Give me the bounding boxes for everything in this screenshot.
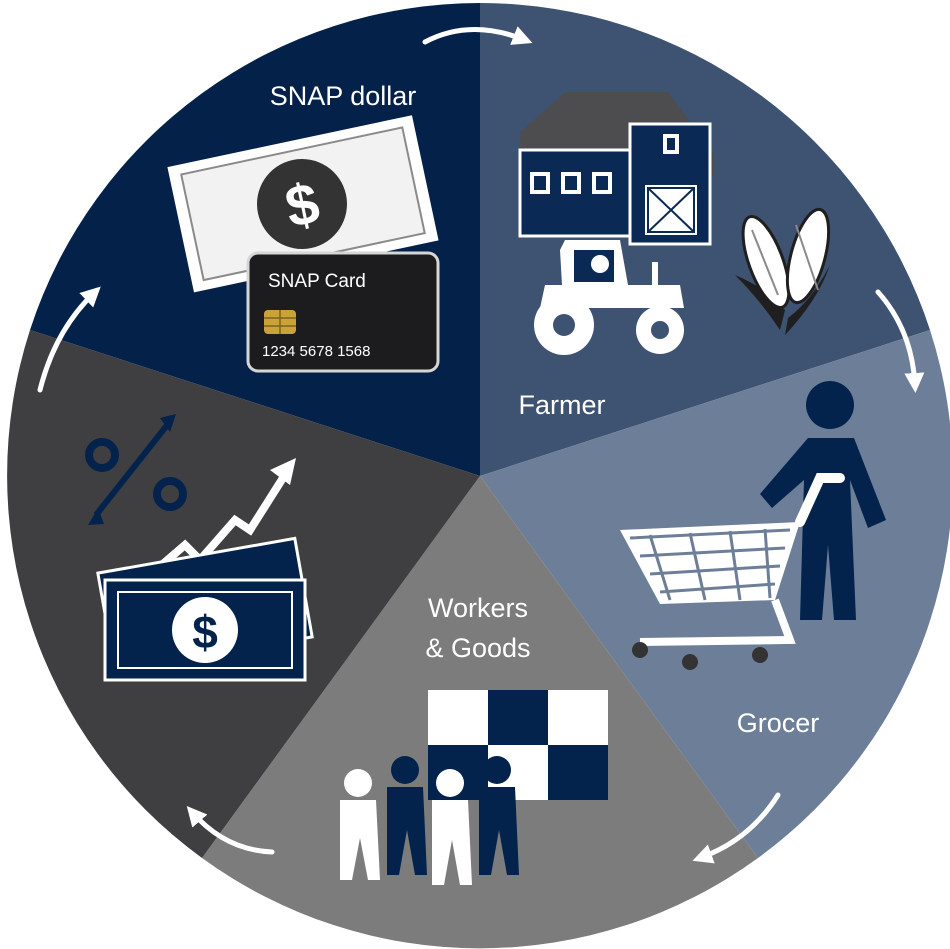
money-growth-percent-icon: $ <box>85 414 314 682</box>
label-farmer: Farmer <box>519 390 606 420</box>
label-snap-dollar: SNAP dollar <box>270 81 417 111</box>
label-grocer: Grocer <box>737 708 820 738</box>
shopper-with-cart-icon <box>620 381 886 670</box>
workers-and-boxes-icon <box>340 690 608 885</box>
label-goods: & Goods <box>425 633 530 663</box>
clockwise-arrow-icon <box>186 805 275 855</box>
clockwise-arrow-icon <box>692 792 781 864</box>
clockwise-arrow-icon <box>37 286 101 393</box>
clockwise-arrow-icon <box>875 289 925 393</box>
dollar-bill-and-card-icon: $ SNAP Card 1234 5678 1568 <box>167 115 440 373</box>
barn-tractor-corn-icon <box>518 92 831 355</box>
snap-card-title: SNAP Card <box>268 271 366 292</box>
snap-card-number: 1234 5678 1568 <box>262 343 370 360</box>
cycle-arrows <box>37 26 925 864</box>
clockwise-arrow-icon <box>422 26 533 45</box>
svg-text:$: $ <box>192 606 218 658</box>
label-workers: Workers <box>428 593 528 623</box>
